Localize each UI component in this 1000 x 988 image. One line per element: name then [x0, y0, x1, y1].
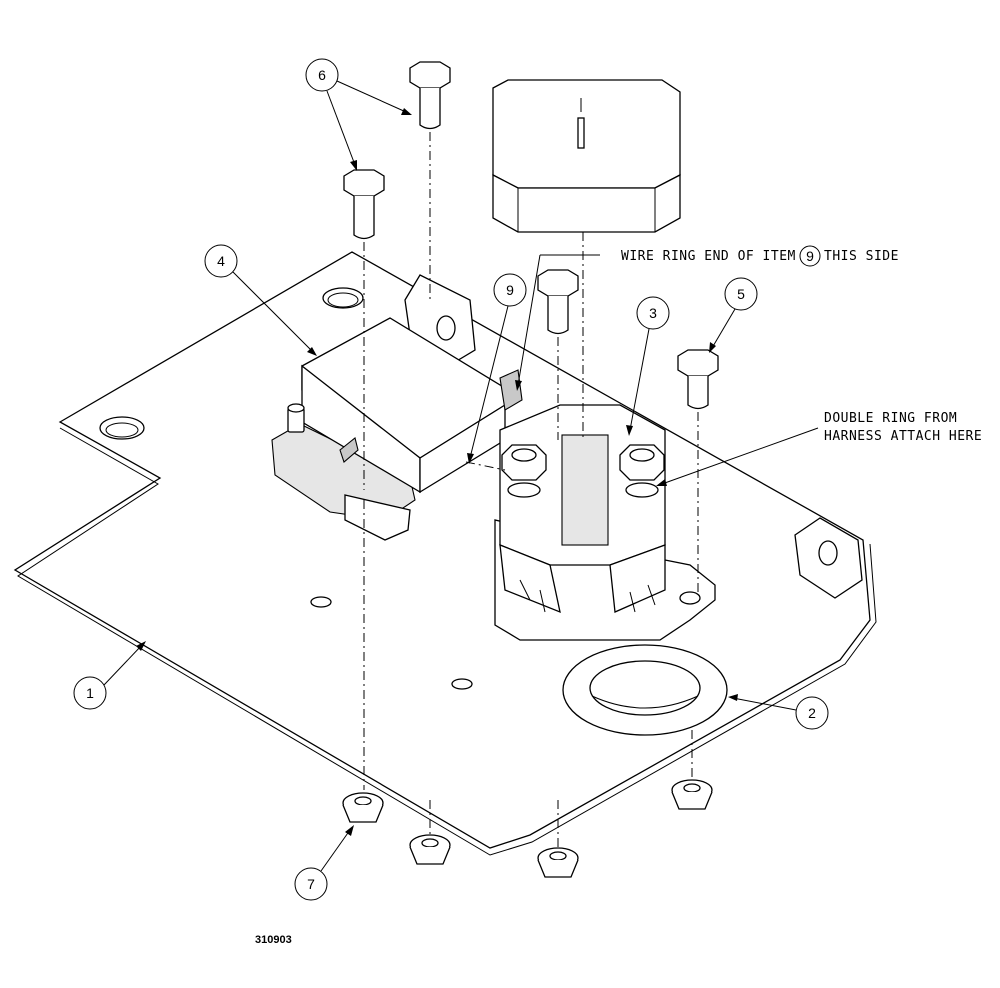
double-ring-note-line1: DOUBLE RING FROM — [824, 411, 957, 426]
nut-item-7c — [537, 847, 579, 878]
bolt-item-6a — [409, 61, 451, 130]
wire-ring-item-number: 9 — [806, 248, 814, 264]
solenoid-cover — [492, 79, 681, 233]
svg-text:4: 4 — [217, 253, 225, 269]
bolt-item-5 — [677, 349, 719, 410]
wire-ring-note: WIRE RING END OF ITEM 9 THIS SIDE — [621, 245, 899, 267]
relay-item-4 — [271, 317, 523, 541]
wire-ring-note-leader — [515, 254, 600, 391]
nut-item-7a — [342, 792, 384, 823]
callout-9-left: 9 — [467, 273, 527, 464]
svg-text:6: 6 — [318, 67, 326, 83]
bolt-item-6b — [343, 169, 385, 240]
callout-3: 3 — [626, 296, 670, 436]
wire-ring-note-suffix: THIS SIDE — [824, 249, 899, 264]
double-ring-note-line2: HARNESS ATTACH HERE — [824, 429, 982, 444]
wire-ring-note-text: WIRE RING END OF ITEM — [621, 249, 796, 264]
bolt-center — [537, 269, 579, 335]
svg-text:7: 7 — [307, 876, 315, 892]
callout-5: 5 — [709, 277, 758, 353]
callout-4: 4 — [204, 244, 317, 356]
svg-text:5: 5 — [737, 286, 745, 302]
solenoid-item-3 — [494, 404, 716, 641]
svg-text:3: 3 — [649, 305, 657, 321]
callout-1: 1 — [73, 641, 146, 710]
callout-6: 6 — [305, 58, 412, 171]
figure-number: 310903 — [255, 934, 292, 946]
svg-text:9: 9 — [506, 282, 514, 298]
double-ring-note-leader — [656, 427, 819, 486]
mounting-plate — [13, 251, 877, 856]
callout-7: 7 — [294, 825, 354, 901]
nut-item-7d — [671, 779, 713, 810]
svg-text:1: 1 — [86, 685, 94, 701]
svg-text:2: 2 — [808, 705, 816, 721]
nut-item-7b — [409, 834, 451, 865]
grommet-item-2 — [562, 644, 728, 736]
callout-2: 2 — [728, 694, 829, 730]
double-ring-note: DOUBLE RING FROM HARNESS ATTACH HERE — [824, 411, 982, 444]
assembly-center-lines — [363, 132, 699, 848]
